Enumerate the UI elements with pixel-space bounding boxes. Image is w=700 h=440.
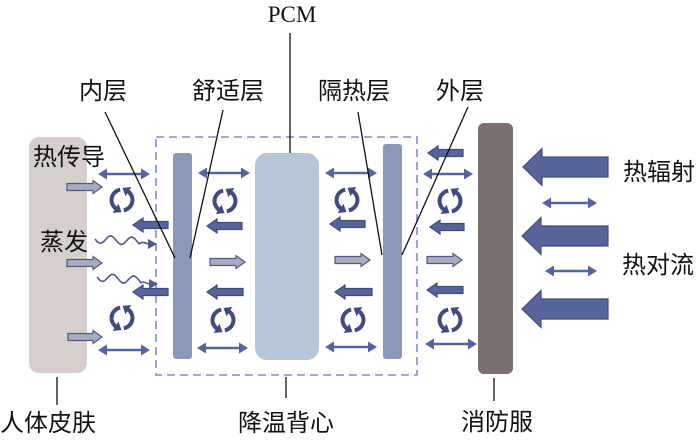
convection-cycle-arrows-icon: [334, 187, 360, 213]
outward-heat-arrow-icon: [66, 179, 104, 195]
convection-label: 热对流: [622, 251, 694, 279]
skin-label: 人体皮肤: [0, 409, 96, 437]
bidirectional-arrow-icon: [198, 167, 250, 179]
bidirectional-arrow-icon: [98, 168, 150, 180]
conduction-label: 热传导: [33, 143, 105, 171]
bidirectional-arrow-icon: [425, 338, 477, 350]
external-heat-arrow-icon: [521, 216, 609, 256]
inner-layer-label: 内层: [79, 77, 127, 105]
inward-heat-arrow-icon: [131, 283, 169, 301]
inward-heat-arrow-icon: [426, 144, 464, 162]
outward-heat-arrow-icon: [67, 329, 104, 345]
evaporation-label: 蒸发: [40, 228, 88, 256]
external-heat-arrow-icon: [522, 147, 609, 187]
insulation-layer-label: 隔热层: [318, 77, 390, 105]
cooling-vest-dashed-box: [155, 136, 418, 376]
fire-suit-label: 消防服: [461, 408, 533, 436]
inward-heat-arrow-icon: [428, 218, 465, 236]
inward-heat-arrow-icon: [333, 283, 373, 301]
inner-layer-leader-line: [104, 111, 176, 259]
pcm-block: [255, 153, 319, 360]
evaporation-wavy-arrow-icon: [94, 235, 157, 249]
pcm-to-insulation-layer-flows: [325, 167, 377, 353]
bidirectional-arrow-icon: [542, 197, 597, 209]
outer-layer-leader-line: [401, 106, 469, 256]
bidirectional-arrow-icon: [423, 168, 473, 180]
cooling-vest-label: 降温背心: [238, 409, 334, 437]
inward-heat-arrow-icon: [131, 216, 169, 234]
inward-heat-arrow-icon: [205, 217, 243, 235]
bidirectional-arrow-icon: [545, 265, 597, 277]
fire-suit-block: [478, 123, 513, 374]
insulation-layer-leader-line: [357, 111, 383, 256]
outer-layer-label: 外层: [436, 77, 484, 105]
pcm-label: PCM: [268, 2, 317, 27]
convection-cycle-arrows-icon: [109, 187, 135, 213]
external-heat-arrow-icon: [521, 289, 609, 329]
skin-to-inner-layer-flows: [66, 168, 169, 356]
bidirectional-arrow-icon: [325, 341, 377, 353]
heat-flow-arrows: [66, 144, 609, 356]
outward-heat-arrow-icon: [66, 255, 104, 271]
comfort-layer-leader-line: [189, 109, 224, 259]
insulation-layer-bar: [383, 144, 402, 359]
convection-cycle-arrows-icon: [437, 188, 463, 214]
bidirectional-arrow-icon: [98, 344, 150, 356]
inner-layer-bar: [173, 153, 192, 359]
convection-cycle-arrows-icon: [212, 188, 238, 214]
outward-heat-arrow-icon: [334, 252, 372, 268]
convection-cycle-arrows-icon: [210, 307, 236, 333]
convection-cycle-arrows-icon: [340, 307, 366, 333]
comfort-layer-label: 舒适层: [192, 77, 264, 105]
bidirectional-arrow-icon: [325, 167, 377, 179]
environment-to-fire-suit-flows: [521, 147, 609, 329]
convection-cycle-arrows-icon: [437, 307, 463, 333]
inward-heat-arrow-icon: [328, 215, 366, 233]
convection-cycle-arrows-icon: [109, 305, 135, 331]
outward-heat-arrow-icon: [426, 252, 464, 268]
evaporation-wavy-arrow-icon: [96, 273, 158, 289]
outward-heat-arrow-icon: [209, 254, 247, 270]
insulation-layer-to-fire-suit-flows: [423, 144, 477, 350]
inward-heat-arrow-icon: [425, 281, 464, 299]
bidirectional-arrow-icon: [197, 342, 248, 354]
radiation-label: 热辐射: [623, 158, 695, 186]
inward-heat-arrow-icon: [205, 283, 244, 301]
skin-block: [29, 137, 87, 373]
inner-layer-to-pcm-flows: [197, 167, 250, 354]
